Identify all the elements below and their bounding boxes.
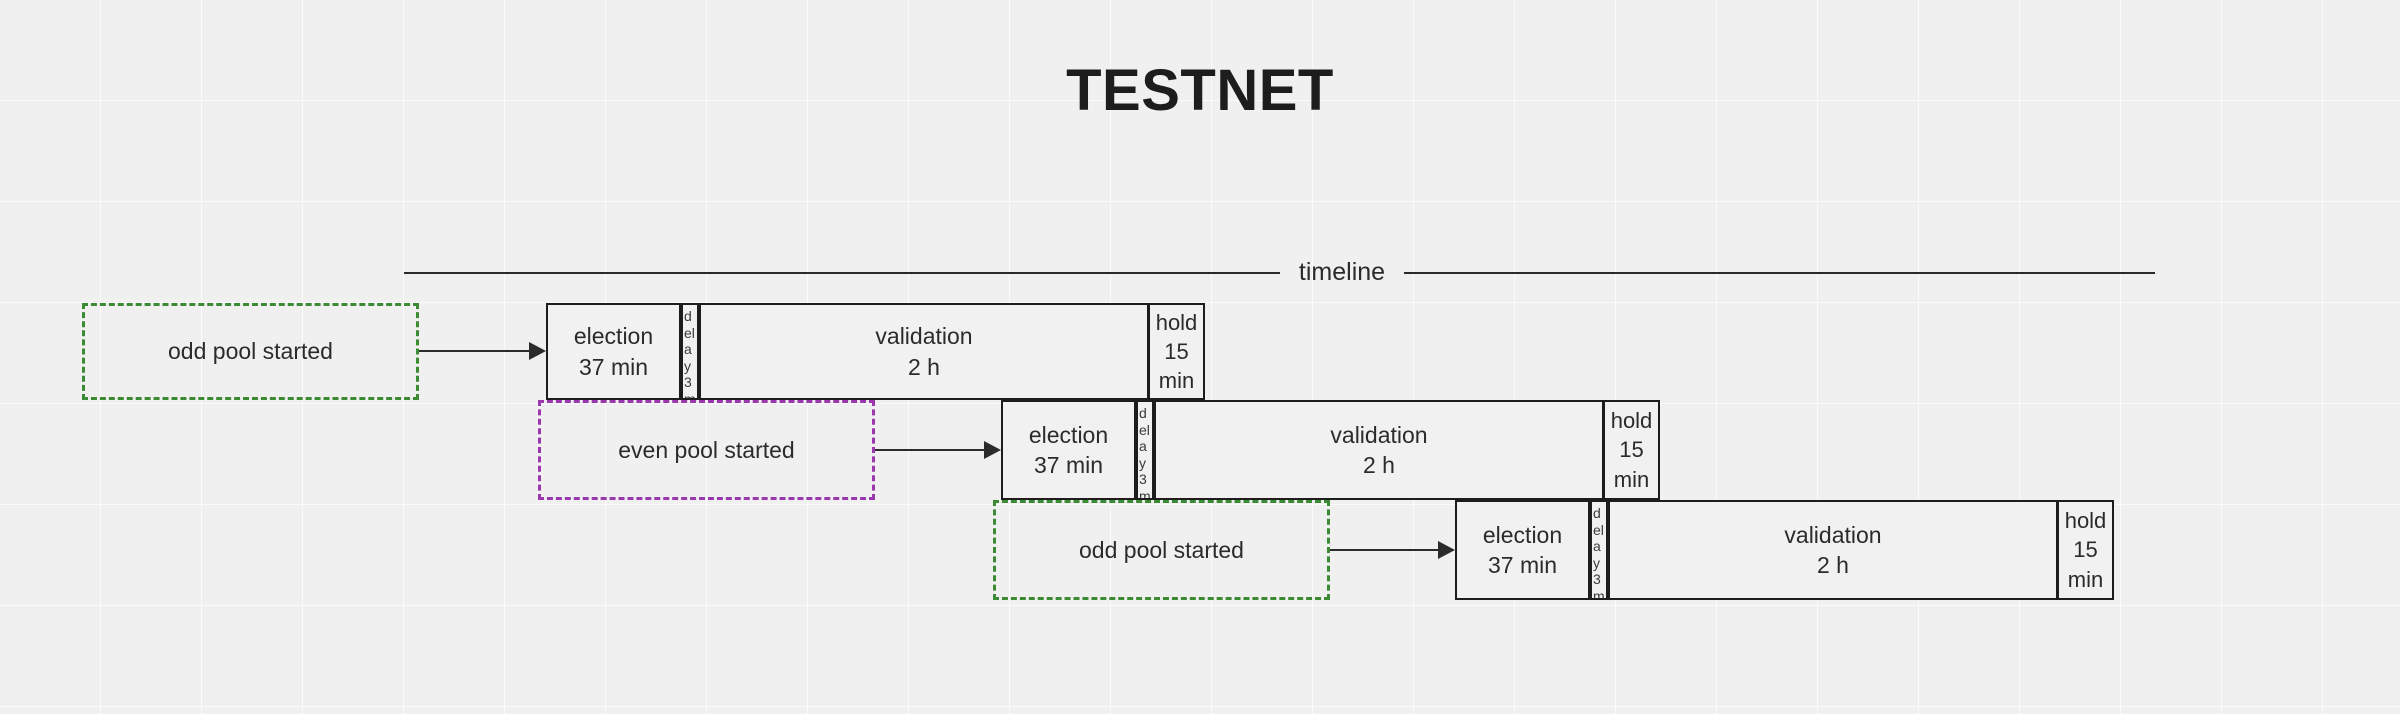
arrow-to-row-2 bbox=[875, 435, 1001, 465]
row-1-phase-hold[interactable]: hold 15 min bbox=[1148, 303, 1205, 400]
phase-label: delay 3 min bbox=[684, 308, 696, 400]
phase-name: election bbox=[1028, 421, 1109, 448]
phase-name: hold bbox=[1610, 408, 1653, 434]
phase-duration-value: 15 bbox=[1164, 338, 1189, 364]
phase-name: election bbox=[1482, 521, 1563, 548]
row-1-phase-delay[interactable]: delay 3 min bbox=[681, 303, 699, 400]
annotation-label: odd pool started bbox=[168, 338, 333, 364]
timeline-axis-left bbox=[404, 272, 1280, 274]
row-3-phase-validation[interactable]: validation 2 h bbox=[1608, 500, 2058, 600]
phase-name: election bbox=[573, 323, 654, 350]
phase-duration: 37 min bbox=[578, 353, 649, 380]
row-2-phase-delay[interactable]: delay 3 min bbox=[1136, 400, 1154, 500]
phase-label: delay 3 min bbox=[1593, 505, 1605, 600]
row-1-phase-validation[interactable]: validation 2 h bbox=[699, 303, 1149, 400]
timeline-axis-right bbox=[1404, 272, 2155, 274]
page-title: TESTNET bbox=[1066, 58, 1334, 123]
arrow-to-row-1 bbox=[419, 336, 546, 366]
row-3-phase-hold[interactable]: hold 15 min bbox=[2057, 500, 2114, 600]
timeline-label: timeline bbox=[1298, 258, 1386, 286]
row-3-phase-delay[interactable]: delay 3 min bbox=[1590, 500, 1608, 600]
phase-name: validation bbox=[1330, 421, 1428, 448]
phase-duration: 37 min bbox=[1033, 452, 1104, 478]
phase-duration: 37 min bbox=[1487, 552, 1558, 578]
phase-duration-value: 15 bbox=[2073, 537, 2098, 563]
phase-name: validation bbox=[875, 323, 973, 350]
phase-duration-unit: min bbox=[1158, 368, 1195, 394]
phase-duration: 2 h bbox=[1363, 452, 1395, 478]
phase-name: validation bbox=[1784, 521, 1882, 548]
row-1-phase-election[interactable]: election 37 min bbox=[546, 303, 681, 400]
annotation-odd-pool-started-1: odd pool started bbox=[82, 303, 419, 400]
phase-duration: 2 h bbox=[1817, 552, 1849, 578]
phase-label: delay 3 min bbox=[1139, 405, 1151, 500]
annotation-label: odd pool started bbox=[1079, 536, 1244, 563]
row-2-phase-hold[interactable]: hold 15 min bbox=[1603, 400, 1660, 500]
annotation-label: even pool started bbox=[618, 436, 795, 463]
phase-duration: 2 h bbox=[908, 353, 940, 380]
row-3-phase-election[interactable]: election 37 min bbox=[1455, 500, 1590, 600]
annotation-even-pool-started-1: even pool started bbox=[538, 400, 875, 500]
phase-name: hold bbox=[2064, 508, 2107, 534]
annotation-odd-pool-started-2: odd pool started bbox=[993, 500, 1330, 600]
row-2-phase-validation[interactable]: validation 2 h bbox=[1154, 400, 1604, 500]
phase-duration-unit: min bbox=[2067, 566, 2104, 592]
row-2-phase-election[interactable]: election 37 min bbox=[1001, 400, 1136, 500]
arrow-to-row-3 bbox=[1330, 535, 1455, 565]
phase-duration-unit: min bbox=[1613, 466, 1650, 492]
phase-name: hold bbox=[1155, 309, 1198, 335]
phase-duration-value: 15 bbox=[1619, 437, 1644, 463]
